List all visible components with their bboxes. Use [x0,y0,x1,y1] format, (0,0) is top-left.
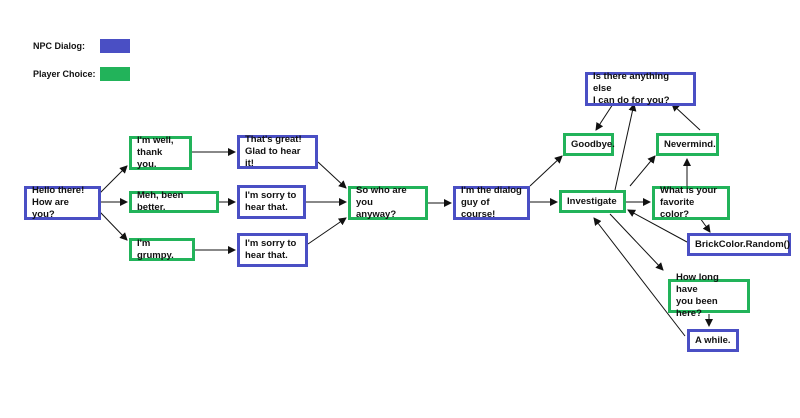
legend-player-label: Player Choice: [33,69,96,79]
node-well: I'm well, thank you. [129,135,192,170]
legend-npc-swatch [100,39,130,53]
arrow-anything-goodbye [595,103,614,131]
node-awhile: A while. [687,329,739,352]
node-sorry1: I'm sorry to hear that. [237,185,306,219]
node-howlong: How long have you been here? [668,272,750,319]
node-meh: Meh, been better. [129,190,219,213]
arrow-brick-investigate [627,209,688,243]
legend-player-swatch [100,67,130,81]
arrow-color-brick [699,217,711,233]
node-nevermind: Nevermind. [656,133,719,156]
node-great: That's great! Glad to hear it! [237,134,318,169]
arrow-nevermind-anything [671,103,701,131]
node-color: What is your favorite color? [652,185,730,220]
node-anything: Is there anything else I can do for you? [585,71,696,106]
arrow-investigate-howlong [609,213,664,271]
arrow-great-who [317,161,347,189]
node-goodbye: Goodbye. [563,133,615,156]
arrow-hello-grumpy [99,211,128,241]
arrow-guy-goodbye [529,155,563,187]
node-guy: I'm the dialog guy of course! [453,185,530,220]
arrow-awhile-investigate [593,217,686,337]
arrow-sorry2-who [307,217,347,245]
arrow-hello-well [99,165,128,194]
node-brick: BrickColor.Random() [687,233,791,256]
node-sorry2: I'm sorry to hear that. [237,233,308,267]
node-grumpy: I'm grumpy. [129,238,195,261]
node-hello: Hello there! How are you? [24,185,101,220]
arrow-color-nevermind [629,155,656,187]
node-who: So who are you anyway? [348,185,428,220]
legend-npc-label: NPC Dialog: [33,41,86,51]
node-investigate: Investigate [559,190,626,213]
arrow-investigate-anything [614,103,637,191]
